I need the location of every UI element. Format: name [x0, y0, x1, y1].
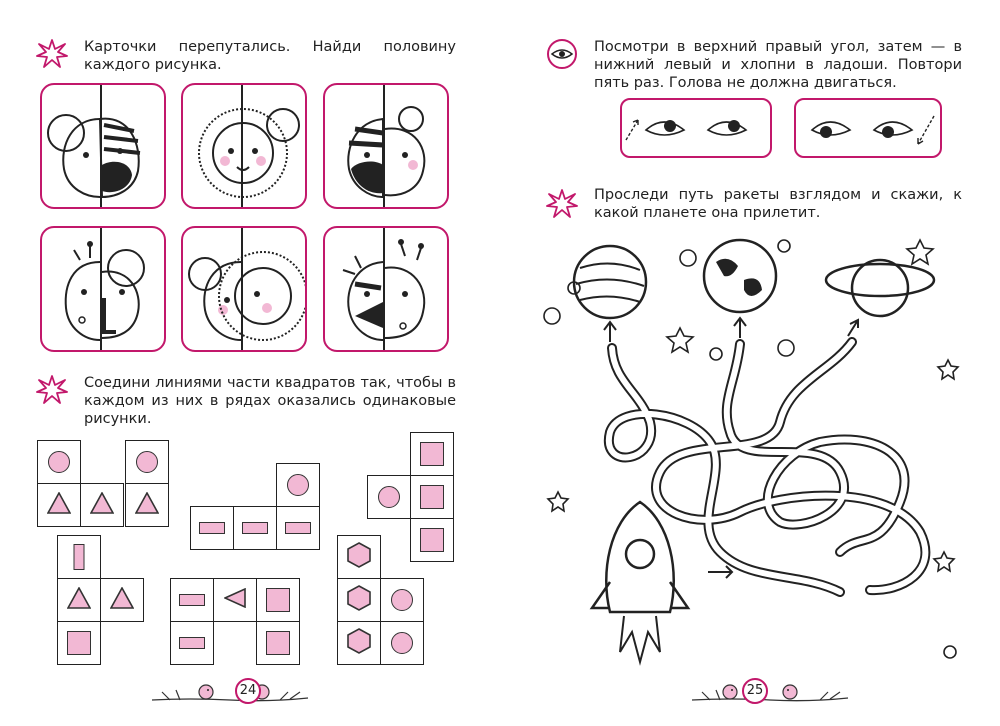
puzzle-card[interactable]: [40, 226, 166, 352]
square-cell[interactable]: [57, 621, 101, 665]
square-cell[interactable]: [213, 578, 257, 622]
square-cell[interactable]: [37, 483, 81, 527]
square-cell[interactable]: [233, 506, 277, 550]
square-cell[interactable]: [410, 475, 454, 519]
square-cell[interactable]: [367, 475, 411, 519]
eye-exercise-card: [794, 98, 942, 158]
square-cell[interactable]: [37, 440, 81, 484]
square-cell[interactable]: [410, 432, 454, 476]
square-cell[interactable]: [57, 535, 101, 579]
square-cell[interactable]: [337, 621, 381, 665]
branch-decoration: [151, 684, 309, 702]
puzzle-card[interactable]: [323, 226, 449, 352]
square-cell[interactable]: [125, 483, 169, 527]
puzzle-card[interactable]: [181, 226, 307, 352]
square-cell[interactable]: [380, 578, 424, 622]
eye-icon: [547, 39, 577, 69]
planet-icon: [824, 258, 936, 318]
page-number: 24: [235, 678, 261, 704]
rocket-icon: [589, 500, 691, 666]
square-cell[interactable]: [337, 578, 381, 622]
square-cell[interactable]: [80, 483, 124, 527]
page-number: 25: [742, 678, 768, 704]
square-cell[interactable]: [380, 621, 424, 665]
bird-icon: [722, 684, 738, 700]
right-page: Посмотри в верхний правый угол, затем — …: [500, 0, 1000, 726]
task-instruction-eyes: Посмотри в верхний правый угол, затем — …: [594, 39, 962, 91]
bird-icon: [198, 684, 214, 700]
planet-icon: [702, 238, 778, 314]
square-cell[interactable]: [170, 578, 214, 622]
square-cell[interactable]: [100, 578, 144, 622]
puzzle-card[interactable]: [40, 83, 166, 209]
planet-icon: [572, 244, 648, 320]
task-instruction-cards: Карточки перепутались. Найди половину ка…: [84, 39, 456, 73]
square-cell[interactable]: [256, 621, 300, 665]
task-instruction-rocket: Проследи путь ракеты взглядом и скажи, к…: [594, 187, 962, 221]
square-cell[interactable]: [190, 506, 234, 550]
bird-icon: [782, 684, 798, 700]
square-cell[interactable]: [125, 440, 169, 484]
square-cell[interactable]: [337, 535, 381, 579]
left-page: Карточки перепутались. Найди половину ка…: [36, 39, 456, 704]
square-cell[interactable]: [410, 518, 454, 562]
star-burst-icon: [36, 39, 68, 68]
rocket-maze: [543, 238, 960, 666]
eye-exercise-card: [620, 98, 772, 158]
square-cell[interactable]: [170, 621, 214, 665]
puzzle-card[interactable]: [181, 83, 307, 209]
branch-decoration: [691, 684, 849, 702]
task-instruction-squares: Соедини линиями части квадратов так, что…: [84, 375, 456, 427]
square-cell[interactable]: [256, 578, 300, 622]
square-cell[interactable]: [57, 578, 101, 622]
star-burst-icon: [36, 375, 68, 404]
puzzle-card[interactable]: [323, 83, 449, 209]
square-cell[interactable]: [276, 506, 320, 550]
star-burst-icon: [546, 189, 578, 218]
square-cell[interactable]: [276, 463, 320, 507]
